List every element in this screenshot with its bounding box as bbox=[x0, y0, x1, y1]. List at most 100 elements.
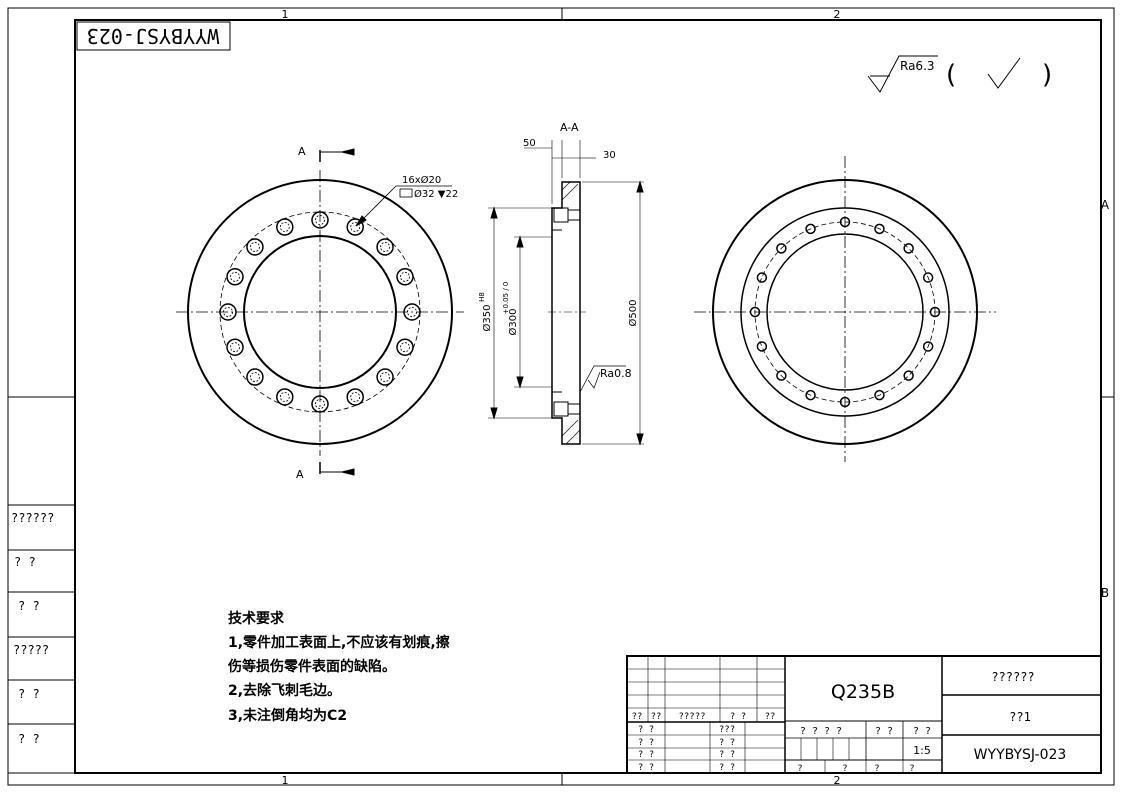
tech-req-line-2: 2,去除飞刺毛边。 bbox=[228, 682, 341, 699]
bolt-hole-bore bbox=[230, 342, 240, 353]
sheet-cell-2: ? bbox=[842, 764, 847, 774]
surface-finish-symbol bbox=[867, 55, 1021, 93]
bolt-hole bbox=[396, 338, 414, 356]
zone-label-a: A bbox=[1101, 198, 1110, 212]
scale-value: 1:5 bbox=[913, 744, 931, 757]
signoff-role-1: ? ? bbox=[638, 725, 654, 735]
bolt-hole-bore bbox=[400, 342, 410, 353]
bolt-hole bbox=[776, 243, 787, 254]
hole-callout-count: 16xØ20 bbox=[402, 174, 441, 186]
dim-phi350-tolerance: H8 bbox=[478, 292, 486, 302]
part-name: ??1 bbox=[1009, 710, 1031, 724]
bolt-hole-bore bbox=[315, 215, 325, 225]
tech-req-line-3: 3,未注倒角均为C2 bbox=[228, 707, 347, 724]
bolt-hole-bore bbox=[380, 242, 390, 252]
bolt-hole bbox=[246, 238, 264, 256]
dim-phi300-tolerance: +0.05 / 0 bbox=[502, 282, 510, 315]
rev-header-2: ?? bbox=[651, 712, 662, 722]
margin-stamp-4: ????? bbox=[13, 643, 49, 657]
bolt-hole bbox=[219, 303, 237, 321]
bolt-hole bbox=[756, 272, 768, 283]
dim-30: 30 bbox=[603, 150, 616, 161]
rev-header-3: ????? bbox=[678, 712, 705, 722]
bolt-hole bbox=[376, 368, 394, 386]
zone-label-1-top: 1 bbox=[282, 8, 289, 21]
bolt-hole-bore bbox=[250, 372, 260, 382]
sheet-cell-4: ? bbox=[909, 764, 914, 774]
signoff-role-3: ? ? bbox=[638, 750, 654, 760]
bolt-hole-bore bbox=[279, 222, 290, 232]
bolt-hole bbox=[276, 388, 294, 406]
title-block bbox=[626, 655, 1102, 774]
zone-label-b: B bbox=[1101, 586, 1109, 600]
bolt-hole bbox=[246, 368, 264, 386]
bolt-hole-bore bbox=[223, 307, 233, 317]
margin-stamp-2: ? ? bbox=[14, 555, 36, 569]
signoff-mid-4: ? ? bbox=[719, 763, 735, 773]
bolt-hole-bore bbox=[380, 372, 390, 382]
signoff-mid-3: ? ? bbox=[719, 750, 735, 760]
bolt-hole bbox=[749, 306, 761, 318]
bolt-hole bbox=[776, 370, 787, 381]
bolt-hole bbox=[403, 303, 421, 321]
zone-label-1-bottom: 1 bbox=[282, 774, 289, 787]
tech-req-title: 技术要求 bbox=[228, 610, 285, 627]
dim-phi300: Ø300 bbox=[507, 309, 519, 336]
bolt-hole-bore bbox=[250, 242, 260, 252]
svg-text:WYYBYSJ-023: WYYBYSJ-023 bbox=[87, 24, 219, 48]
margin-stamp-5: ? ? bbox=[18, 687, 40, 701]
material: Q235B bbox=[831, 681, 895, 703]
bolt-hole bbox=[276, 218, 294, 236]
bolt-hole bbox=[311, 395, 329, 413]
bolt-hole bbox=[376, 238, 394, 256]
front-view bbox=[176, 148, 464, 476]
bolt-hole bbox=[226, 268, 244, 286]
bolt-hole-bore bbox=[407, 307, 417, 317]
bolt-hole-bore bbox=[350, 392, 361, 402]
bolt-hole-bore bbox=[400, 271, 410, 282]
section-title: A-A bbox=[560, 121, 579, 134]
rev-header-5: ?? bbox=[765, 712, 776, 722]
margin-stamp-6: ? ? bbox=[18, 732, 40, 746]
section-marker-bottom: A bbox=[296, 468, 304, 481]
bolt-hole bbox=[756, 341, 768, 352]
signoff-role-4: ? ? bbox=[638, 763, 654, 773]
bolt-hole bbox=[346, 388, 364, 406]
section-marker-top: A bbox=[298, 145, 306, 158]
roughness-label: Ra6.3 bbox=[900, 59, 935, 73]
left-margin-stamps bbox=[7, 504, 76, 774]
zone-label-2-top: 2 bbox=[834, 8, 841, 21]
stage-header: ? ? ? ? bbox=[800, 726, 842, 737]
bolt-hole bbox=[922, 272, 934, 283]
bolt-hole bbox=[805, 389, 816, 401]
paren-open: ( bbox=[946, 60, 956, 90]
bolt-hole bbox=[396, 268, 414, 286]
bolt-hole bbox=[226, 338, 244, 356]
sheet-border bbox=[7, 7, 1115, 786]
signoff-mid-1: ??? bbox=[719, 725, 735, 735]
bolt-hole-bore bbox=[279, 392, 290, 402]
margin-stamp-3: ? ? bbox=[18, 599, 40, 613]
bolt-hole bbox=[805, 223, 816, 235]
bolt-hole-bore bbox=[350, 222, 361, 232]
bolt-hole bbox=[903, 243, 914, 254]
dim-50: 50 bbox=[523, 138, 536, 149]
bolt-holes-rear bbox=[749, 216, 941, 408]
weight-header: ? ? bbox=[875, 726, 893, 737]
bolt-hole bbox=[874, 389, 885, 401]
company-name: ?????? bbox=[991, 670, 1034, 684]
bolt-hole bbox=[839, 216, 851, 228]
bolt-hole bbox=[929, 306, 941, 318]
bolt-hole bbox=[311, 211, 329, 229]
rev-header-1: ?? bbox=[632, 712, 643, 722]
scale-header: ? ? bbox=[913, 726, 931, 737]
bolt-hole bbox=[903, 370, 914, 381]
bolt-hole bbox=[346, 218, 364, 236]
sheet-cell-3: ? bbox=[874, 764, 879, 774]
margin-stamp-1: ?????? bbox=[11, 511, 54, 525]
tech-req-line-1b: 伤等损伤零件表面的缺陷。 bbox=[227, 658, 396, 675]
section-view bbox=[488, 140, 644, 446]
zone-label-2-bottom: 2 bbox=[834, 774, 841, 787]
signoff-role-2: ? ? bbox=[638, 738, 654, 748]
bolt-holes-front bbox=[219, 211, 421, 413]
